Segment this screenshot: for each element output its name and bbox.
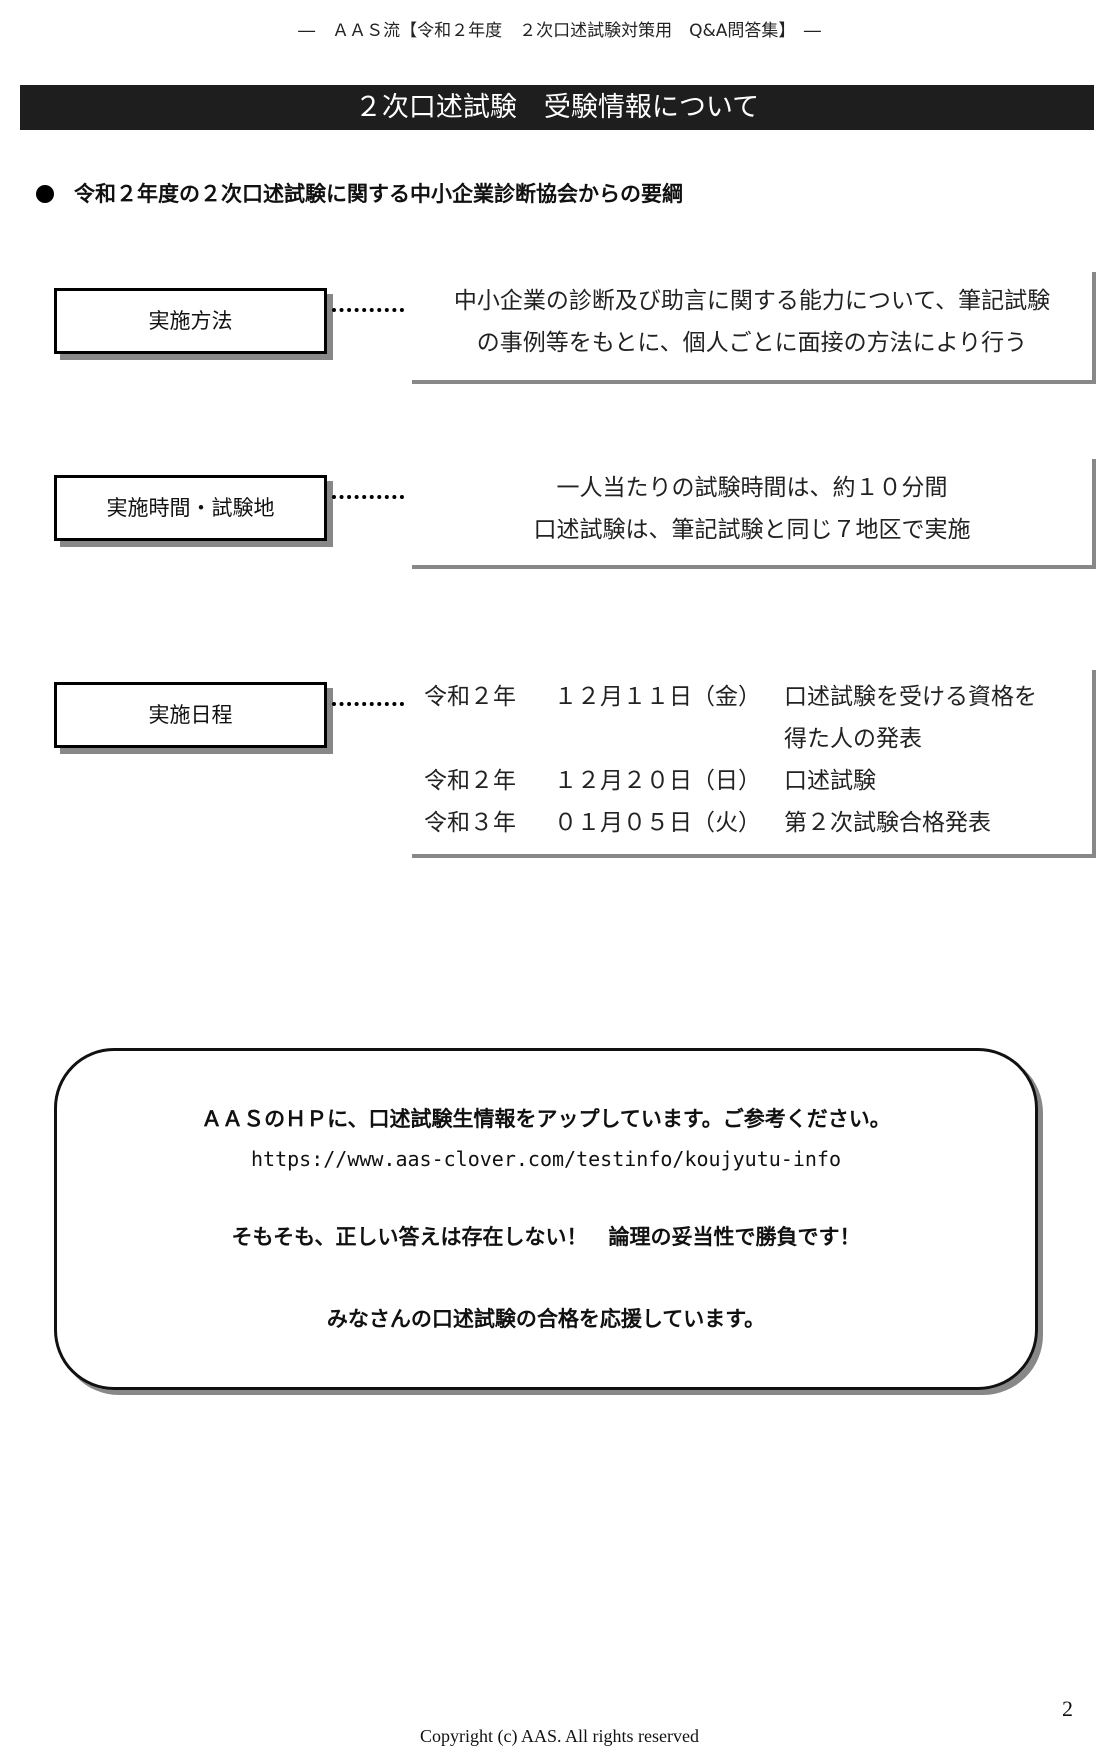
panel-line: 口述試験は、筆記試験と同じ７地区で実施 xyxy=(533,517,971,543)
panel-line: の事例等をもとに、個人ごとに面接の方法により行う xyxy=(476,330,1028,356)
section-heading-text: 令和２年度の２次口述試験に関する中小企業診断協会からの要綱 xyxy=(74,182,683,206)
dotted-connector xyxy=(332,308,404,312)
bullet-icon xyxy=(36,185,54,203)
schedule-list: 令和２年 １２月１１日（金） 口述試験を受ける資格を 得た人の発表 令和２年 １２月２… xyxy=(412,676,1092,844)
running-header: ― ＡＡＳ流【令和２年度 ２次口述試験対策用 Q&A問答集】 ― xyxy=(298,21,821,41)
time-place-panel: 一人当たりの試験時間は、約１０分間 口述試験は、筆記試験と同じ７地区で実施 xyxy=(412,459,1096,569)
note-line: そもそも、正しい答えは存在しない！ 論理の妥当性で勝負です！ xyxy=(231,1225,861,1249)
schedule-date: １２月１１日（金） xyxy=(554,684,761,710)
dotted-connector xyxy=(332,495,404,499)
note-line: ＡＡＳのＨＰに、口述試験生情報をアップしています。ご参考ください。 xyxy=(201,1107,891,1131)
copyright: Copyright (c) AAS. All rights reserved xyxy=(420,1726,699,1746)
label-time-place: 実施時間・試験地 xyxy=(54,475,327,541)
schedule-year: 令和３年 xyxy=(424,810,516,836)
section-heading: 令和２年度の２次口述試験に関する中小企業診断協会からの要綱 xyxy=(36,178,683,208)
note-line: みなさんの口述試験の合格を応援しています。 xyxy=(326,1307,766,1331)
label-schedule: 実施日程 xyxy=(54,682,327,748)
schedule-year: 令和２年 xyxy=(424,768,516,794)
label-method: 実施方法 xyxy=(54,288,327,354)
schedule-year: 令和２年 xyxy=(424,684,516,710)
schedule-event: 口述試験 xyxy=(784,768,876,794)
schedule-date: １２月２０日（日） xyxy=(554,768,761,794)
panel-line: 一人当たりの試験時間は、約１０分間 xyxy=(556,475,948,501)
schedule-event: 口述試験を受ける資格を xyxy=(784,684,1037,710)
schedule-date: ０１月０５日（火） xyxy=(554,810,761,836)
schedule-panel: 令和２年 １２月１１日（金） 口述試験を受ける資格を 得た人の発表 令和２年 １２月２… xyxy=(412,670,1096,858)
method-panel: 中小企業の診断及び助言に関する能力について、筆記試験 の事例等をもとに、個人ごと… xyxy=(412,272,1096,384)
note-box: ＡＡＳのＨＰに、口述試験生情報をアップしています。ご参考ください。 https:… xyxy=(54,1048,1038,1390)
panel-line: 中小企業の診断及び助言に関する能力について、筆記試験 xyxy=(453,288,1051,314)
schedule-event: 得た人の発表 xyxy=(784,726,922,752)
page-number: 2 xyxy=(1062,1696,1073,1721)
schedule-event: 第２次試験合格発表 xyxy=(784,810,991,836)
dotted-connector xyxy=(332,702,404,706)
note-url[interactable]: https://www.aas-clover.com/testinfo/kouj… xyxy=(250,1147,841,1171)
page-title: ２次口述試験 受験情報について xyxy=(20,85,1094,130)
